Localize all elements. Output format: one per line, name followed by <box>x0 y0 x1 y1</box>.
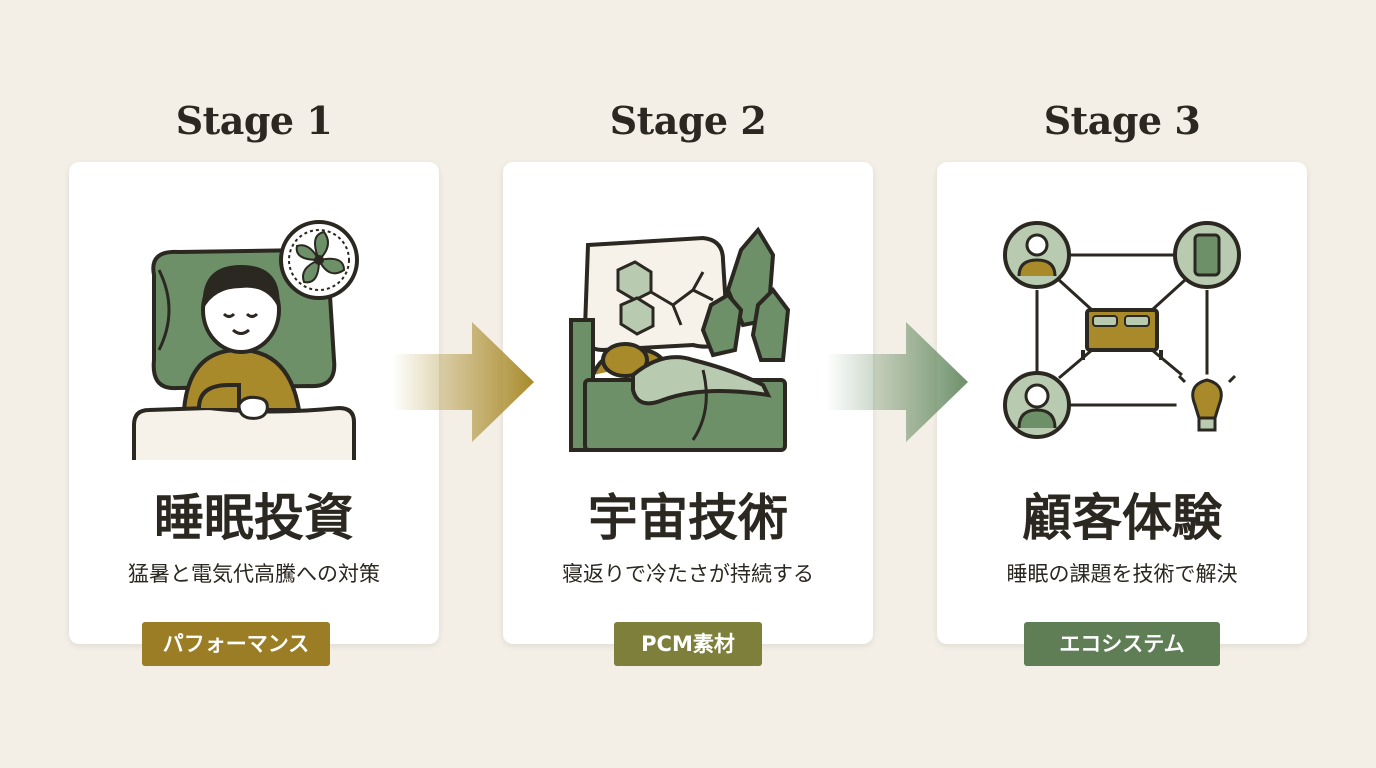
sleeping-person-with-fan-icon <box>132 220 359 460</box>
stage-3-tag: エコシステム <box>1024 622 1220 666</box>
connected-ecosystem-network-icon <box>1003 221 1241 439</box>
arrow-right-icon <box>392 322 534 442</box>
stage-2-card: 宇宙技術 寝返りで冷たさが持続する <box>503 162 873 644</box>
stage-1-subtitle: 猛暑と電気代高騰への対策 <box>128 562 380 586</box>
stage-2-tag: PCM素材 <box>614 622 762 666</box>
stage-1-tag: パフォーマンス <box>142 622 330 666</box>
stage-2-subtitle: 寝返りで冷たさが持続する <box>562 562 814 586</box>
stage-2-main-title: 宇宙技術 <box>588 488 788 547</box>
stage-3-main-title: 顧客体験 <box>1022 488 1222 547</box>
stage-3-subtitle: 睡眠の課題を技術で解決 <box>1006 562 1238 586</box>
bed-with-molecules-and-crystals-icon <box>569 226 791 452</box>
stage-1-title: Stage 1 <box>175 98 333 143</box>
stage-3-title: Stage 3 <box>1043 98 1201 143</box>
arrow-right-icon <box>826 322 968 442</box>
stage-1-main-title: 睡眠投資 <box>154 488 354 547</box>
stage-2-title: Stage 2 <box>609 98 767 143</box>
stage-1-card: 睡眠投資 猛暑と電気代高騰への対策 <box>69 162 439 644</box>
stage-3-card: 顧客体験 睡眠の課題を技術で解決 <box>937 162 1307 644</box>
